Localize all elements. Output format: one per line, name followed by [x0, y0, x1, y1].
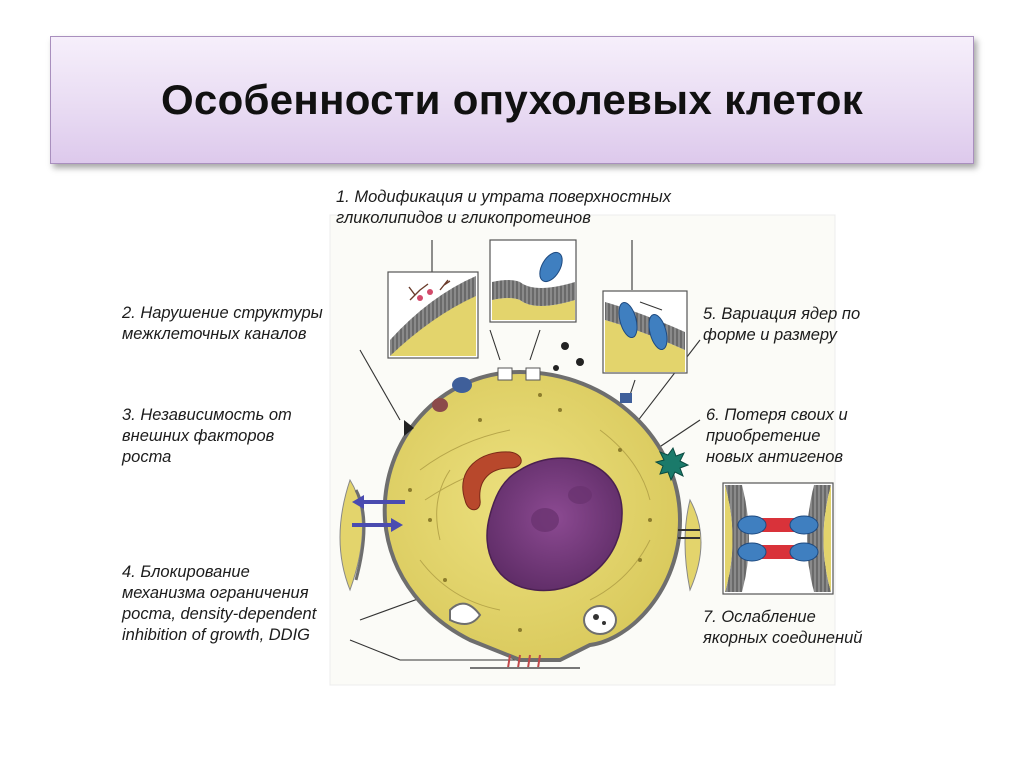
- antigen-star: [654, 446, 690, 482]
- label-6-antigen-change: 6. Потеря своих и приобретение новых ант…: [706, 406, 848, 466]
- inset-glycolipids: [387, 271, 479, 359]
- mitochondrion: [462, 451, 522, 511]
- cell: [382, 342, 690, 669]
- label-2-channel-disruption: 2. Нарушение структуры межклеточных кана…: [122, 304, 323, 343]
- slide-title: Особенности опухолевых клеток: [160, 76, 864, 123]
- label-7-anchoring-weakening: 7. Ослабление якорных соединений: [703, 608, 863, 647]
- inset-membrane-proteins: [602, 290, 688, 374]
- label-4-ddig-blocking: 4. Блокирование механизма ограничения ро…: [122, 563, 317, 644]
- left-neighbor-cell: [339, 478, 405, 592]
- inset-anchoring-junctions: [722, 482, 834, 595]
- label-3-growth-independence: 3. Независимость от внешних факторов рос…: [122, 406, 292, 466]
- label-5-nuclear-variation: 5. Вариация ядер по форме и размеру: [703, 305, 861, 344]
- inset-surface-protein: [489, 239, 577, 323]
- right-neighbor-cell: [678, 498, 702, 592]
- title-banner: Особенности опухолевых клеток: [50, 36, 974, 164]
- label-1-surface-modification: 1. Модификация и утрата поверхностных гл…: [336, 188, 672, 227]
